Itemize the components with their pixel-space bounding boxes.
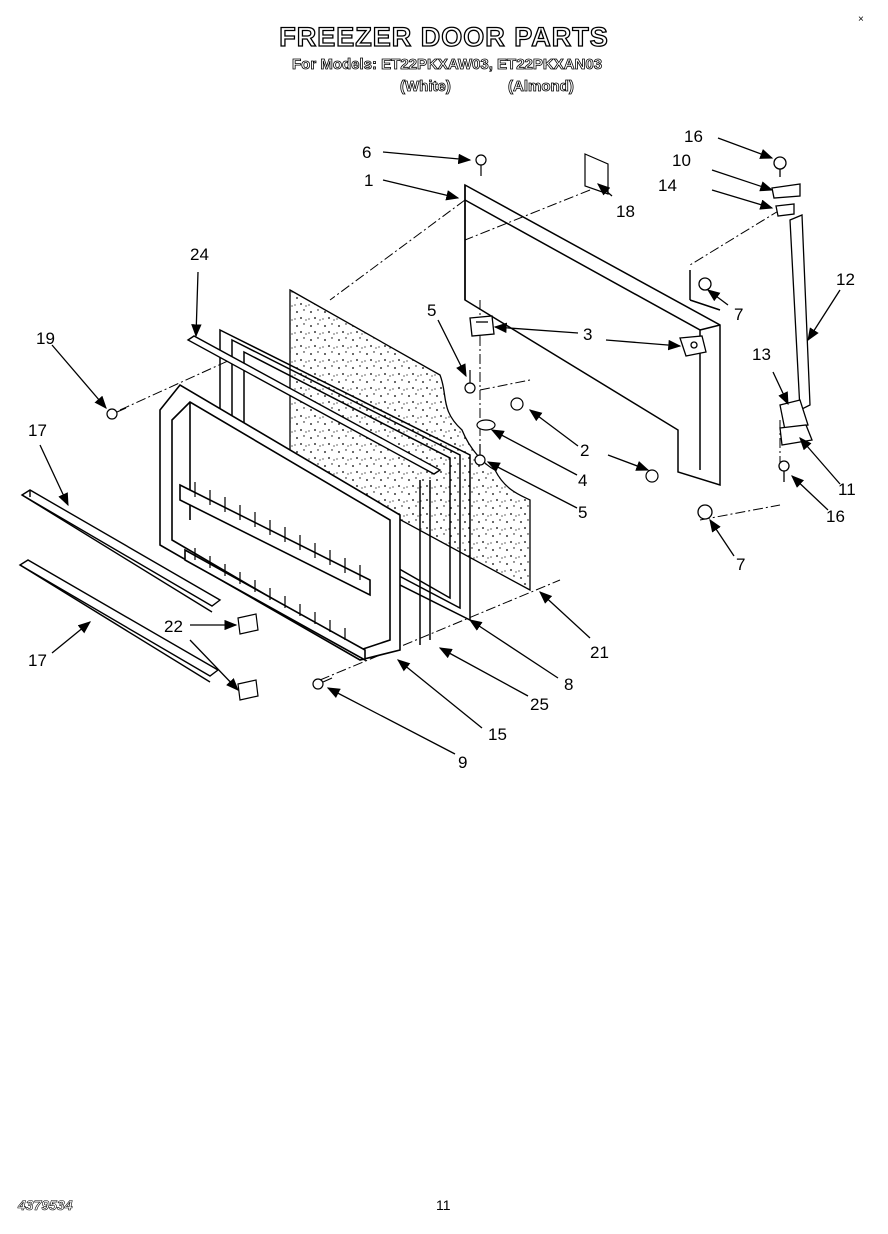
screws xyxy=(106,154,659,690)
bracket-left xyxy=(469,315,495,337)
callout-15: 15 xyxy=(488,725,507,744)
part-code: 4379534 xyxy=(18,1197,73,1214)
door-rail-lower xyxy=(18,559,220,683)
callout-7-top: 7 xyxy=(734,305,743,324)
models-line: For Models: ET22PKXAW03, ET22PKXAN03 xyxy=(292,56,603,74)
callout-16-top: 16 xyxy=(684,127,703,146)
end-cap-upper xyxy=(237,613,259,635)
label-plate xyxy=(584,153,609,195)
callout-3: 3 xyxy=(583,325,592,344)
leader-arrows xyxy=(39,137,841,755)
callout-10: 10 xyxy=(672,151,691,170)
callout-13: 13 xyxy=(752,345,771,364)
callout-5-top: 5 xyxy=(427,301,436,320)
corner-mark: × xyxy=(858,14,864,25)
callout-16-bottom: 16 xyxy=(826,507,845,526)
callout-4: 4 xyxy=(578,471,587,490)
door-shelf-ribs xyxy=(194,482,361,640)
door-rail-upper xyxy=(20,489,222,613)
end-cap-lower xyxy=(237,679,259,701)
bracket-right xyxy=(679,335,707,357)
hinge-assembly xyxy=(697,156,813,520)
callout-21: 21 xyxy=(590,643,609,662)
variant-white: (White) xyxy=(400,78,452,96)
callout-9: 9 xyxy=(458,753,467,772)
callout-11: 11 xyxy=(838,480,856,499)
callout-22: 22 xyxy=(164,617,183,636)
callout-24: 24 xyxy=(190,245,209,264)
callout-1: 1 xyxy=(364,171,373,190)
door-liner xyxy=(159,383,401,662)
callout-17-bottom: 17 xyxy=(28,651,47,670)
variant-almond: (Almond) xyxy=(508,78,575,96)
callout-5-bottom: 5 xyxy=(578,503,587,522)
callout-14: 14 xyxy=(658,176,677,195)
callout-18: 18 xyxy=(616,202,635,221)
callout-7-bottom: 7 xyxy=(736,555,745,574)
callout-numbers: 6 1 18 16 10 14 12 7 3 5 13 2 4 5 11 16 … xyxy=(28,127,856,772)
callout-6: 6 xyxy=(362,143,371,162)
callout-17-top: 17 xyxy=(28,421,47,440)
page-number: 11 xyxy=(436,1197,451,1213)
callout-8: 8 xyxy=(564,675,573,694)
callout-2: 2 xyxy=(580,441,589,460)
callout-25: 25 xyxy=(530,695,549,714)
callout-19: 19 xyxy=(36,329,55,348)
callout-12: 12 xyxy=(836,270,855,289)
door-panel-back xyxy=(464,183,721,487)
page-title: FREEZER DOOR PARTS xyxy=(279,21,609,52)
top-trim-strip xyxy=(186,335,442,475)
